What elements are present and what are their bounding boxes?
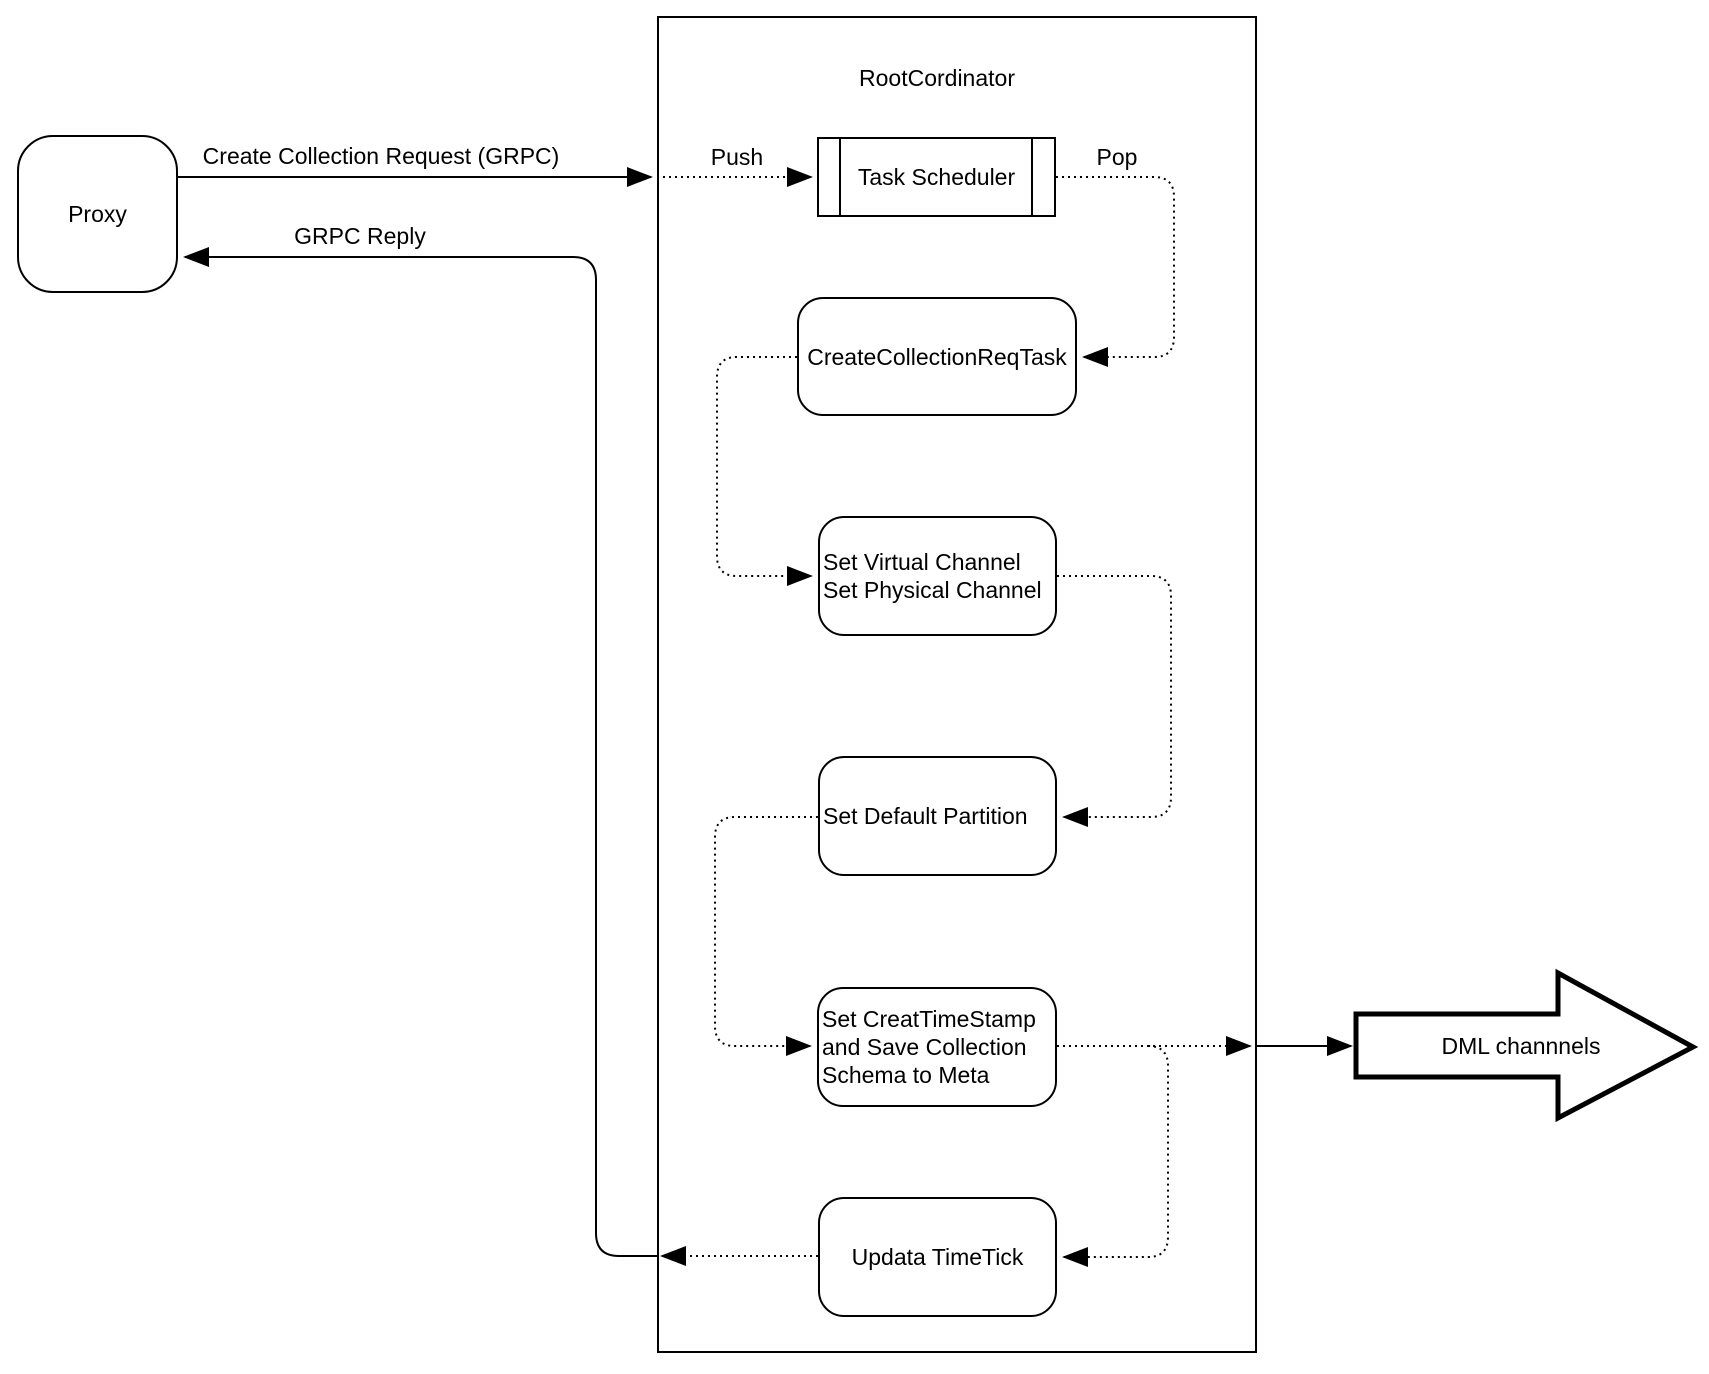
set-channels-label: Set Virtual Channel Set Physical Channel	[823, 549, 1042, 603]
set-default-partition-label: Set Default Partition	[823, 803, 1028, 829]
set-creat-timestamp-node: Set CreatTimeStamp and Save Collection S…	[817, 987, 1057, 1107]
task-scheduler-node: Task Scheduler	[817, 137, 1056, 217]
set-channels-node: Set Virtual Channel Set Physical Channel	[818, 516, 1057, 636]
dml-channels-label: DML channnels	[1441, 1033, 1601, 1059]
push-label: Push	[710, 144, 764, 170]
create-collection-req-task-label: CreateCollectionReqTask	[807, 343, 1067, 370]
set-creat-timestamp-label: Set CreatTimeStamp and Save Collection S…	[822, 1006, 1036, 1088]
updata-timetick-label: Updata TimeTick	[851, 1244, 1024, 1270]
create-collection-request-label: Create Collection Request (GRPC)	[202, 143, 560, 169]
edge-grpc-reply	[183, 247, 657, 1257]
task-scheduler-right-bar	[1031, 137, 1033, 217]
rootcordinator-title: RootCordinator	[859, 65, 1015, 91]
updata-timetick-node: Updata TimeTick	[818, 1197, 1057, 1317]
set-default-partition-node: Set Default Partition	[818, 756, 1057, 876]
proxy-node: Proxy	[17, 135, 178, 293]
pop-label: Pop	[1096, 144, 1138, 170]
proxy-label: Proxy	[68, 201, 127, 227]
task-scheduler-label: Task Scheduler	[857, 164, 1016, 190]
grpc-reply-label: GRPC Reply	[294, 223, 426, 249]
task-scheduler-left-bar	[839, 137, 841, 217]
create-collection-req-task-node: CreateCollectionReqTask	[797, 297, 1077, 416]
rootcordinator-container	[657, 16, 1257, 1353]
